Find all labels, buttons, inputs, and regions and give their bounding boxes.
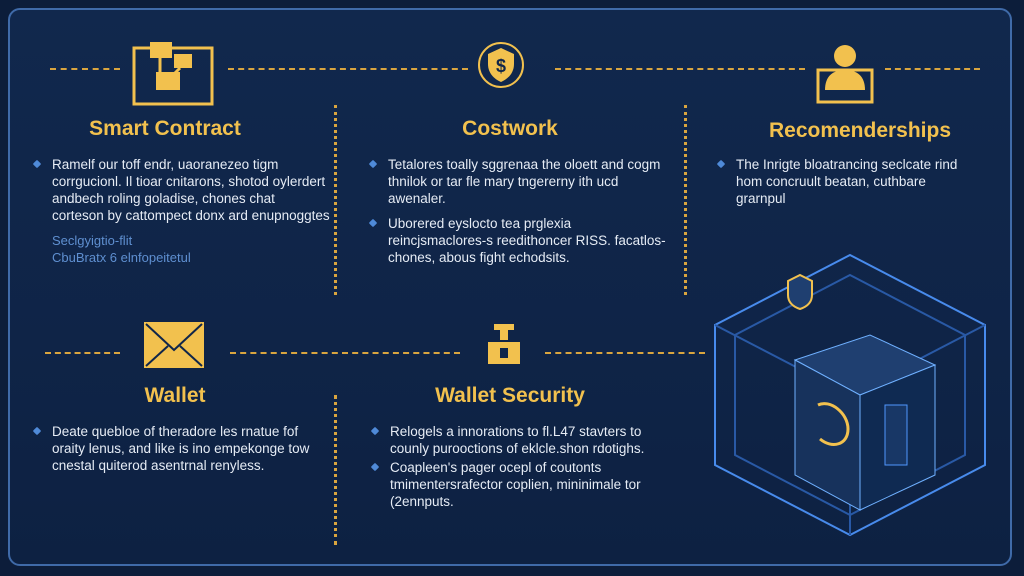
connector-line [45,352,120,354]
bullet-text: The Inrigte bloatrancing seclcate rind h… [714,156,964,207]
isometric-vault-illustration [714,253,986,537]
section-title-wallet: Wallet [144,384,206,407]
section-title-recomenderships: Recomenderships [768,119,952,142]
section-body-smart-contract: Ramelf our toff endr, uaoranezeo tigm co… [30,156,330,266]
user-icon [816,45,874,104]
connector-line [885,68,980,70]
bullet-text: Tetalores toally sggrenaa the oloett and… [366,156,666,207]
bullet-text: Deate quebloe of theradore les rnatue fo… [30,423,320,474]
connector-line [555,68,805,70]
section-title-wallet-security: Wallet Security [435,384,585,407]
divider [334,105,337,295]
dollar-shield-icon: $ [478,42,524,88]
connector-line [50,68,120,70]
connector-line [545,352,705,354]
sub-link[interactable]: CbuBratx 6 elnfopeitetul [52,250,191,265]
envelope-icon [144,322,204,368]
bullet-text: Ramelf our toff endr, uaoranezeo tigm co… [30,156,330,224]
bullet-text: Uborered eyslocto tea prglexia reincjsma… [366,215,666,266]
section-body-costwork: Tetalores toally sggrenaa the oloett and… [366,156,666,274]
lock-icon [488,324,520,364]
divider [684,105,687,295]
section-title-smart-contract: Smart Contract [89,117,241,140]
svg-text:$: $ [496,56,506,76]
contract-icon [132,42,214,106]
section-body-wallet-security: Relogels a innorations to fl.L47 stavter… [368,423,658,518]
section-title-costwork: Costwork [462,117,558,140]
bullet-text: Relogels a innorations to fl.L47 stavter… [368,423,658,457]
connector-line [228,68,468,70]
divider [334,395,337,545]
connector-line [230,352,460,354]
bullet-text: Coapleen's pager ocepl of coutonts tmime… [368,459,658,510]
section-body-wallet: Deate quebloe of theradore les rnatue fo… [30,423,320,482]
sub-link[interactable]: Seclgyigtio-flit [52,233,133,248]
section-body-recomenderships: The Inrigte bloatrancing seclcate rind h… [714,156,964,215]
